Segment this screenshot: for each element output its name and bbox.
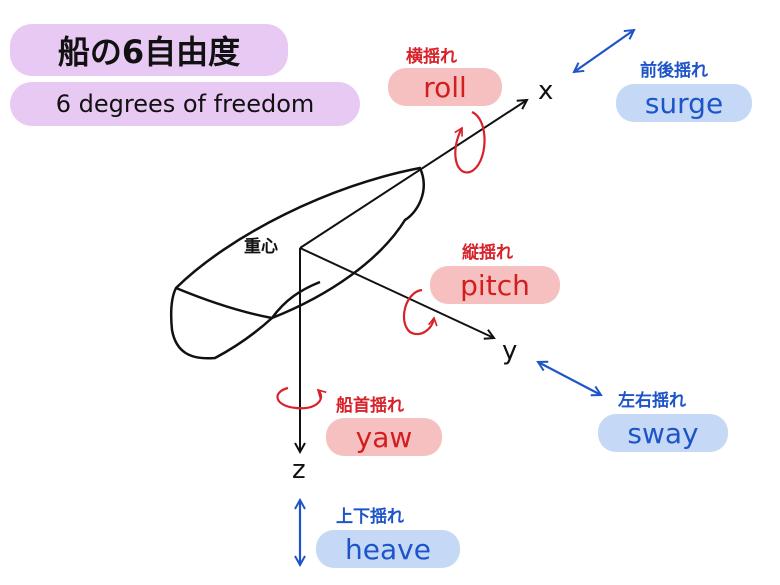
title-japanese: 船の6自由度 [10, 24, 288, 76]
roll-japanese-label: 横揺れ [406, 47, 457, 67]
x-axis [299, 100, 527, 249]
yaw-label: yaw [326, 418, 442, 456]
pitch-label: pitch [430, 266, 560, 304]
sway-arrow [538, 362, 601, 395]
surge-japanese-label: 前後揺れ [640, 61, 708, 81]
x-axis-label: x [538, 76, 554, 106]
heave-label: heave [316, 530, 460, 568]
y-axis-label: y [502, 336, 518, 366]
pitch-rotation-arrow [402, 288, 434, 336]
ship-hull [169, 166, 425, 360]
y-axis [299, 247, 494, 338]
yaw-rotation-arrow [276, 386, 322, 410]
sway-label: sway [598, 414, 728, 452]
pitch-japanese-label: 縦揺れ [462, 243, 513, 263]
heave-japanese-label: 上下揺れ [336, 507, 404, 527]
surge-arrow [574, 30, 634, 72]
surge-label: surge [616, 84, 752, 122]
sway-japanese-label: 左右揺れ [618, 391, 686, 411]
center-of-gravity-label: 重心 [244, 237, 278, 257]
roll-label: roll [388, 68, 502, 106]
z-axis-label: z [292, 455, 306, 485]
yaw-japanese-label: 船首揺れ [336, 396, 404, 416]
title-english: 6 degrees of freedom [10, 82, 360, 126]
roll-rotation-arrow [454, 110, 486, 174]
